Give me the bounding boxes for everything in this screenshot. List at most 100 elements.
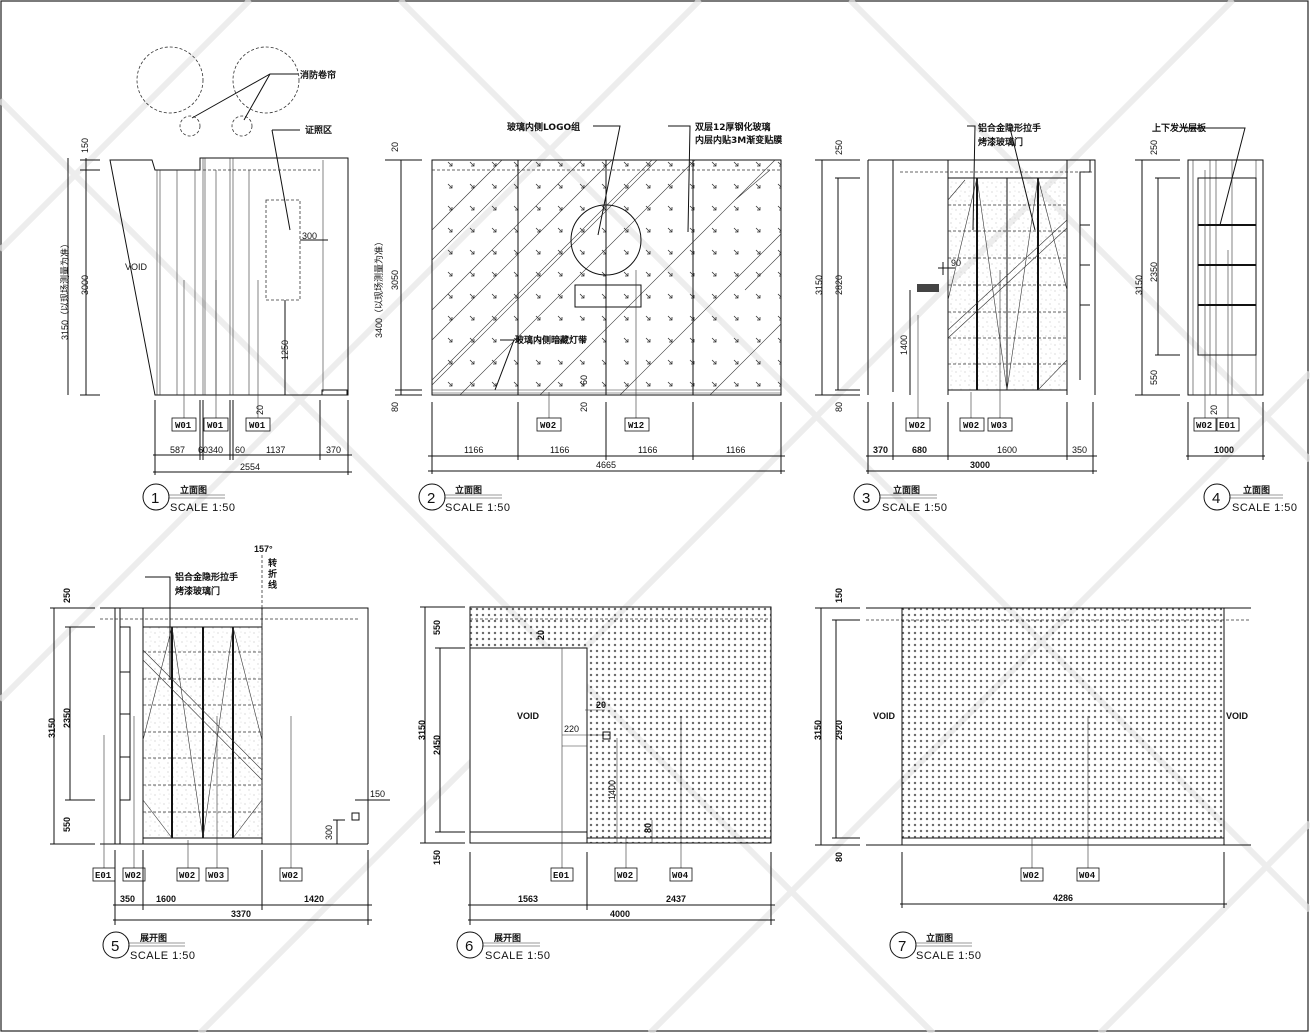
dim-label: 150 (370, 789, 385, 799)
shelf-label: 上下发光层板 (1152, 122, 1207, 134)
void-label: VOID (1226, 711, 1249, 721)
svg-text:SCALE 1:50: SCALE 1:50 (882, 502, 948, 514)
dim-label: 60 (579, 375, 589, 385)
logo-circle (570, 204, 642, 276)
dim-label: 1166 (550, 445, 569, 455)
material-tag: W04 (669, 867, 693, 882)
dim-label: 370 (326, 445, 341, 455)
dim-label: 90 (951, 258, 961, 268)
drawing-title: 7 立面图 SCALE 1:50 (889, 931, 982, 962)
dim-label: 20 (536, 630, 546, 640)
dim-total: 4665 (596, 460, 616, 470)
material-tag: W03 (987, 417, 1013, 432)
material-tag: W02 (1193, 417, 1217, 432)
svg-text:W02: W02 (125, 871, 141, 881)
light-strip-label: 玻璃内侧暗藏灯带 (515, 334, 587, 346)
dim-label: 1600 (156, 894, 176, 904)
svg-text:SCALE 1:50: SCALE 1:50 (445, 502, 511, 514)
perforated-wall (901, 607, 1225, 839)
svg-text:W01: W01 (249, 421, 266, 431)
svg-text:6: 6 (465, 938, 473, 955)
svg-text:SCALE 1:50: SCALE 1:50 (1232, 502, 1298, 514)
svg-text:W02: W02 (179, 871, 195, 881)
dim-label: 20 (1209, 405, 1219, 415)
material-tag: E01 (550, 867, 574, 882)
material-tag: W01 (171, 417, 197, 432)
material-tag: W01 (245, 417, 271, 432)
dim-total: 4000 (610, 909, 630, 919)
void-opening (469, 647, 588, 844)
switch-panel-icon (917, 284, 939, 292)
dim-total: 2554 (240, 462, 260, 472)
svg-text:展开图: 展开图 (494, 933, 521, 944)
dim-label: 20 (390, 142, 400, 152)
dim-label: 587 (170, 445, 185, 455)
unfolded-elevation-5: 铝合金隐形拉手 烤漆玻璃门 157° 转折线 150 300 3150 250 … (47, 544, 390, 962)
svg-text:3: 3 (862, 490, 870, 507)
dim-label: 80 (390, 402, 400, 412)
dim-label: 1166 (726, 445, 745, 455)
svg-text:W04: W04 (1079, 871, 1096, 881)
elevation-4: 上下发光层板 3150 250 2350 550 20 W02 E01 1000… (1134, 122, 1298, 514)
svg-text:E01: E01 (95, 871, 112, 881)
svg-text:SCALE 1:50: SCALE 1:50 (485, 950, 551, 962)
dim-label: 370 (873, 445, 888, 455)
dim-label: 2450 (432, 735, 442, 755)
svg-text:展开图: 展开图 (140, 933, 167, 944)
dim-label: 1563 (518, 894, 538, 904)
svg-text:SCALE 1:50: SCALE 1:50 (916, 950, 982, 962)
dim-label: 1250 (280, 340, 290, 360)
dim-label: 350 (1072, 445, 1087, 455)
dim-label: 340 (208, 445, 223, 455)
svg-text:E01: E01 (553, 871, 570, 881)
svg-text:W02: W02 (282, 871, 298, 881)
svg-text:W02: W02 (1196, 421, 1212, 431)
dim-label: 2437 (666, 894, 686, 904)
material-tag: W02 (536, 417, 562, 432)
logo-plate (574, 284, 642, 308)
dim-total: 3000 (970, 460, 990, 470)
dim-label: 2350 (1149, 262, 1159, 282)
svg-text:立面图: 立面图 (926, 932, 953, 944)
svg-text:W02: W02 (617, 871, 633, 881)
fire-shutter-circle (136, 46, 204, 114)
svg-text:W03: W03 (991, 421, 1007, 431)
material-tag: E01 (92, 867, 116, 882)
dim-label: 680 (912, 445, 927, 455)
dim-label: 2920 (834, 720, 844, 740)
svg-text:立面图: 立面图 (455, 484, 482, 496)
dim-label: 250 (834, 140, 844, 155)
svg-text:立面图: 立面图 (893, 484, 920, 496)
elevation-1: 消防卷帘 证照区 VOID 150 3000 3150（以现场测量为准） 300… (59, 46, 352, 514)
license-area-label: 证照区 (305, 125, 332, 136)
dim-label: 2350 (62, 708, 72, 728)
dim-label: 80 (643, 823, 653, 833)
dim-total: 4286 (1053, 893, 1073, 903)
svg-text:5: 5 (111, 938, 119, 955)
material-tag: W02 (122, 867, 146, 882)
dim-label: 550 (1149, 370, 1159, 385)
dim-label: 3150（以现场测量为准） (59, 239, 70, 340)
svg-text:立面图: 立面图 (1243, 484, 1270, 496)
sprinkler-icon (179, 115, 201, 137)
svg-text:SCALE 1:50: SCALE 1:50 (130, 950, 196, 962)
drawing-title: 2 立面图 SCALE 1:50 (418, 483, 511, 514)
dim-label: 550 (432, 620, 442, 635)
dim-label: 3150 (417, 720, 427, 740)
dim-label: 550 (62, 817, 72, 832)
handle-label: 铝合金隐形拉手 (978, 122, 1041, 134)
dim-label: 60 (198, 445, 208, 455)
sprinkler-icon (231, 115, 253, 137)
dim-label: 3150 (813, 720, 823, 740)
dim-label: 250 (1149, 140, 1159, 155)
dim-label: 1166 (638, 445, 657, 455)
material-tag: W02 (1020, 867, 1044, 882)
dim-label: 3400（以现场测量为准） (373, 237, 384, 338)
logo-label: 玻璃内侧LOGO组 (507, 121, 580, 133)
drawing-title: 1 立面图 SCALE 1:50 (142, 483, 235, 514)
svg-text:W02: W02 (909, 421, 925, 431)
dim-label: 1166 (464, 445, 483, 455)
glass-label: 内层内贴3M渐变贴膜 (695, 134, 783, 146)
unfolded-elevation-6: VOID 20 20 220 1400 80 3150 550 2450 150… (417, 606, 775, 962)
